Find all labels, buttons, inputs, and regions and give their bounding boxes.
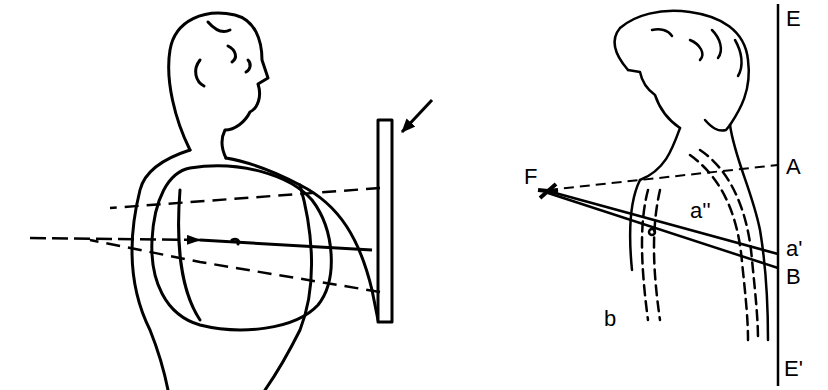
point-label: b [604, 308, 616, 330]
point-label: A [786, 156, 801, 178]
point-label: B [786, 266, 801, 288]
point-label: a'' [690, 200, 711, 222]
point-label: F [524, 166, 537, 188]
point-label: a' [786, 238, 802, 260]
point-label: E' [784, 358, 803, 380]
point-label: E [786, 8, 801, 30]
